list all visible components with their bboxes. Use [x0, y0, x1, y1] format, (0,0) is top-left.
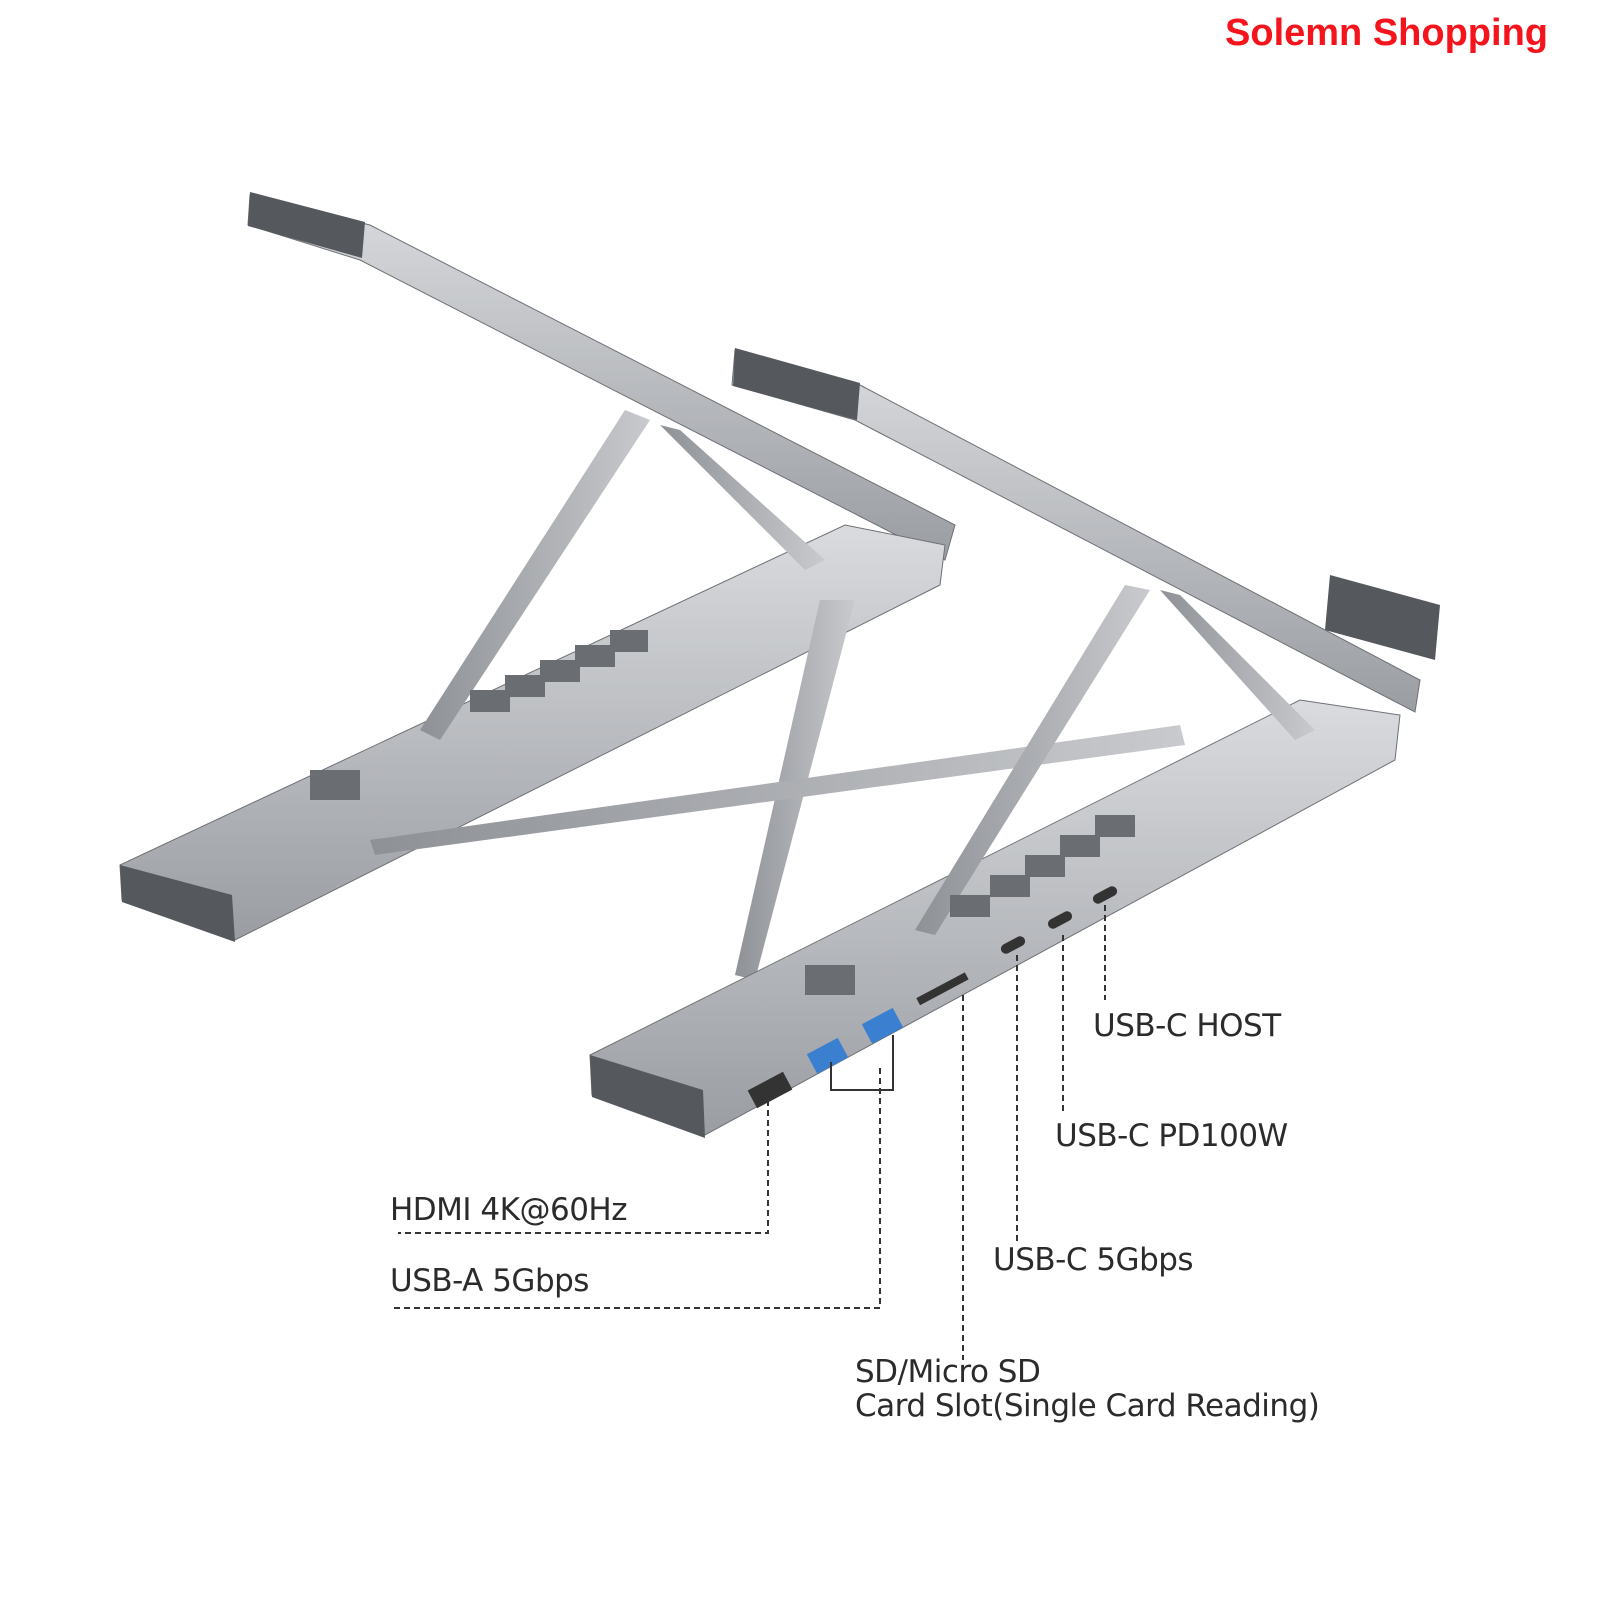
callout-leader-lines — [390, 905, 1106, 1360]
label-usb-a: USB-A 5Gbps — [390, 1263, 589, 1299]
label-hdmi: HDMI 4K@60Hz — [390, 1192, 628, 1228]
ports — [747, 886, 1118, 1109]
label-usb-c-pd100w: USB-C PD100W — [1055, 1118, 1288, 1154]
label-sd-line1: SD/Micro SD — [855, 1354, 1041, 1390]
label-sd-line2: Card Slot(Single Card Reading) — [855, 1388, 1320, 1424]
label-usb-c-host: USB-C HOST — [1093, 1008, 1281, 1044]
label-usb-c-5gbps: USB-C 5Gbps — [993, 1242, 1194, 1278]
cross-braces — [370, 600, 1185, 980]
front-frame — [589, 348, 1440, 1138]
rear-frame — [119, 192, 956, 942]
brand-watermark: Solemn Shopping — [1225, 12, 1548, 54]
